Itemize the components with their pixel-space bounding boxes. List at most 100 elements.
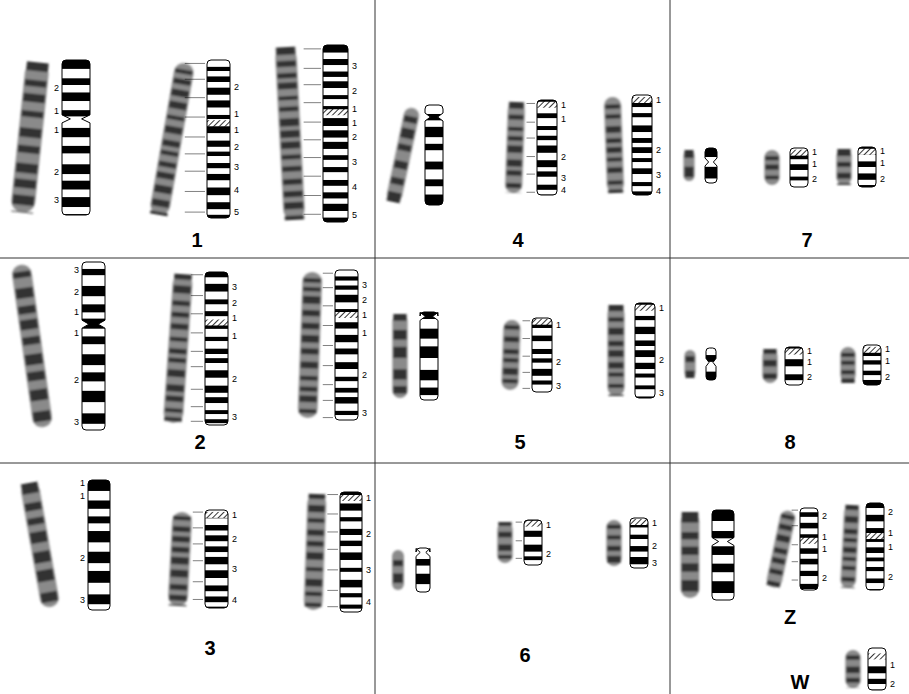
ideogram-band xyxy=(635,350,655,357)
ideogram xyxy=(868,648,886,690)
ideogram-ground xyxy=(88,480,110,610)
ideogram-band xyxy=(340,568,362,572)
chromosome-body xyxy=(168,512,192,607)
ideogram-ground xyxy=(632,95,652,195)
chromosome-band xyxy=(686,371,695,378)
chromosome-body xyxy=(685,350,696,378)
ideogram-band xyxy=(88,552,110,564)
chromosome-band xyxy=(498,544,511,550)
ideogram-outline xyxy=(205,272,228,425)
chromosome-band xyxy=(283,178,303,185)
chromosome-band xyxy=(837,183,850,185)
leader-line xyxy=(304,122,321,123)
chromosome-band xyxy=(682,532,699,539)
leader-line xyxy=(327,590,338,591)
chromosome-band xyxy=(397,143,411,152)
chromosome-band xyxy=(165,408,183,413)
ideogram-outline xyxy=(340,492,362,612)
chromosome-band xyxy=(508,114,523,119)
chromosome-band xyxy=(23,93,46,104)
ideogram-band xyxy=(790,159,808,164)
centromere-hatch xyxy=(632,97,652,103)
ideogram-band xyxy=(705,157,717,167)
ideogram-band xyxy=(800,576,818,584)
chromosome-band xyxy=(173,77,191,85)
leader-line xyxy=(327,569,338,570)
centromere-hatch xyxy=(868,653,886,659)
chromosome-band xyxy=(841,361,854,365)
ideogram-band xyxy=(863,356,881,360)
ideogram-band xyxy=(207,126,230,133)
ideogram-band xyxy=(205,341,228,348)
chromosome-body xyxy=(10,61,49,214)
ideogram-band xyxy=(323,167,348,172)
ideogram-band xyxy=(858,173,876,179)
ideogram-band xyxy=(712,593,734,600)
chromosome-band xyxy=(26,61,49,72)
region-number: 3 xyxy=(54,195,59,204)
leader-line xyxy=(304,139,321,140)
chromosome-band xyxy=(32,410,51,423)
chromosome-band xyxy=(284,202,304,210)
chromosome-photo xyxy=(10,61,49,214)
ideogram-band xyxy=(62,164,90,174)
ideogram-band xyxy=(712,572,734,581)
ideogram xyxy=(537,100,557,195)
ideogram-outline xyxy=(858,147,876,187)
ideogram-ground xyxy=(323,45,348,222)
chromosome-band xyxy=(303,278,321,283)
chromosome-band xyxy=(166,395,184,402)
chromosome-band xyxy=(763,349,776,354)
chromosome-band xyxy=(173,285,191,294)
ideogram-ground xyxy=(207,60,230,218)
chromosome-number: 4 xyxy=(512,230,523,250)
ideogram-band xyxy=(868,684,886,690)
region-number: 1 xyxy=(74,308,79,317)
ideogram-band xyxy=(420,339,438,347)
chromosome-band xyxy=(164,125,183,135)
chromosome-body xyxy=(501,320,520,391)
centromere-hatch xyxy=(790,150,808,156)
ideogram xyxy=(858,147,876,187)
ideogram-band xyxy=(632,125,652,132)
chromosome-band xyxy=(776,534,790,543)
centromere-hatch xyxy=(340,495,362,501)
region-number: 1 xyxy=(822,545,827,554)
chromosome-band xyxy=(168,357,186,363)
ideogram-band xyxy=(537,100,557,107)
ideogram-ground xyxy=(425,105,443,205)
leader-line xyxy=(523,356,531,357)
chromosome-band xyxy=(608,189,623,193)
region-number: 1 xyxy=(232,510,237,519)
region-number: 3 xyxy=(556,382,561,391)
leader-lines xyxy=(516,522,522,558)
ideogram-band xyxy=(340,541,362,547)
ideogram-outline xyxy=(630,518,648,568)
chromosome-photo xyxy=(275,47,305,221)
ideogram-ground xyxy=(863,345,881,385)
ideogram-band xyxy=(524,537,542,545)
ideogram-band xyxy=(630,539,648,546)
ideogram-band xyxy=(340,593,362,597)
chromosome-band xyxy=(504,336,519,342)
ideogram-band xyxy=(632,186,652,191)
divider-line xyxy=(670,0,671,694)
chromosome-photo xyxy=(392,314,407,398)
chromosome-band xyxy=(166,384,184,392)
ideogram-band xyxy=(635,334,655,340)
ideogram-band xyxy=(705,148,717,157)
chromosome-band xyxy=(277,60,297,67)
chromosome-band xyxy=(305,603,322,608)
ideogram-band xyxy=(524,545,542,552)
chromosome-body xyxy=(606,520,621,566)
leader-line xyxy=(191,332,203,333)
leader-line xyxy=(193,599,203,600)
chromosome-band xyxy=(608,180,623,185)
ideogram-band xyxy=(420,395,438,400)
ideogram-band xyxy=(635,346,655,350)
chromosome-band xyxy=(170,584,188,591)
ideogram-band xyxy=(205,370,228,378)
ideogram-band xyxy=(207,115,230,119)
chromosome-band xyxy=(841,370,854,374)
